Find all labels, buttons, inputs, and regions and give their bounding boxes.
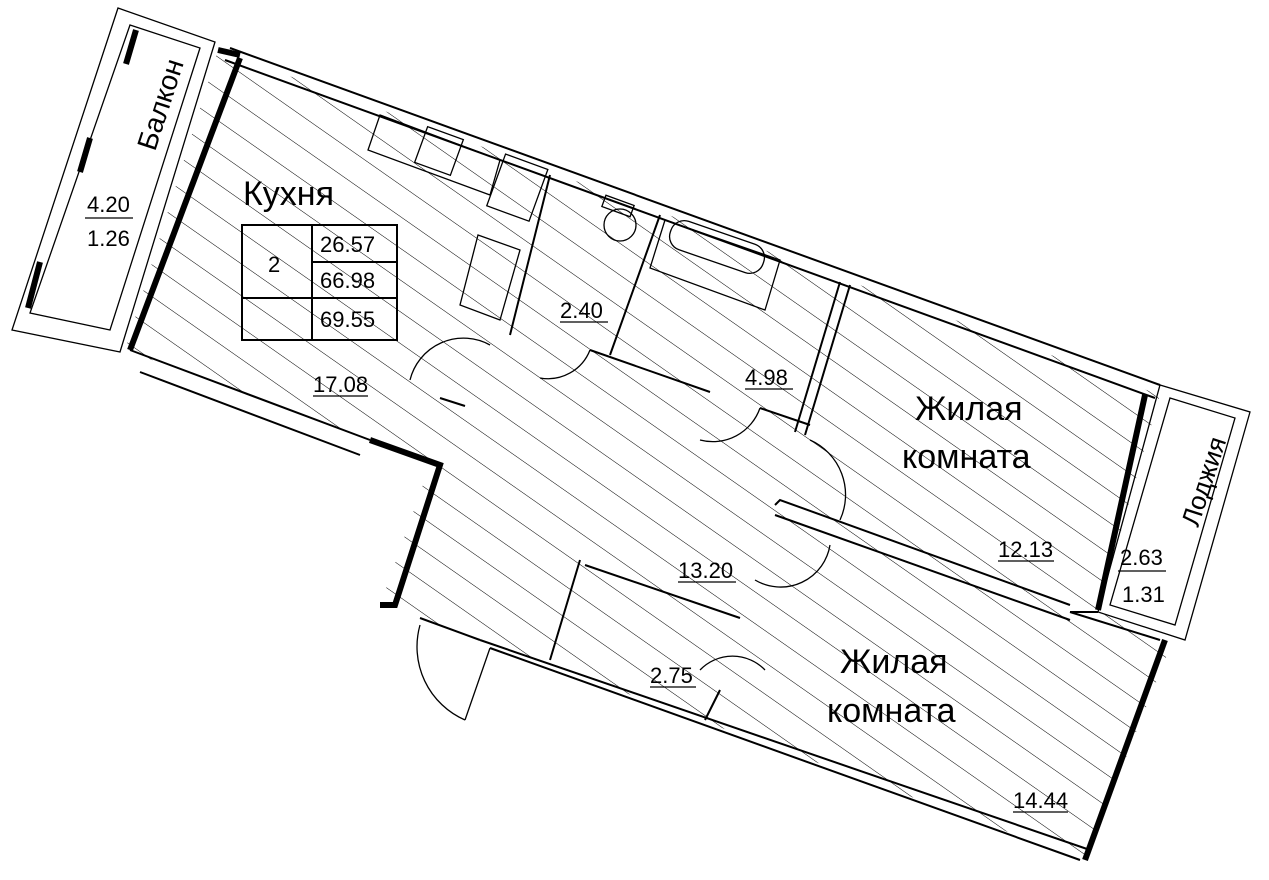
balcony-label: Балкон: [131, 55, 189, 154]
kitchen-fixtures: [367, 114, 637, 321]
living2-label-line2: комната: [827, 692, 956, 730]
living2-label-line1: Жилая: [840, 643, 948, 681]
loggia-area-bottom: 1.31: [1122, 582, 1165, 607]
bath-large-area: 4.98: [745, 365, 788, 390]
living2-area: 14.44: [1013, 788, 1068, 813]
total-area-value: 66.98: [320, 268, 375, 293]
living1-label-line2: комната: [902, 438, 1031, 476]
apartment-floor: [125, 50, 1175, 860]
living1-label-line1: Жилая: [915, 390, 1023, 428]
rooms-count: 2: [268, 252, 280, 277]
closet-area: 2.75: [650, 663, 693, 688]
kitchen-area: 17.08: [313, 372, 368, 397]
area-summary-table: 2 26.57 66.98 69.55: [241, 224, 398, 341]
door-swings: [409, 337, 847, 721]
living1-area: 12.13: [998, 537, 1053, 562]
bathtub-icon: [649, 219, 781, 311]
bath-small-area: 2.40: [560, 298, 603, 323]
loggia-area-top: 2.63: [1120, 545, 1163, 570]
balcony-area-bottom: 1.26: [87, 226, 130, 251]
balcony: [11, 7, 216, 353]
stove-icon: [413, 125, 465, 177]
kitchen-label: Кухня: [243, 175, 334, 213]
loggia-label: Лоджия: [1175, 433, 1232, 530]
partitions: [439, 174, 1098, 721]
hall-area: 13.20: [678, 558, 733, 583]
living-area-value: 26.57: [320, 232, 375, 257]
total-with-balconies-value: 69.55: [320, 307, 375, 332]
toilet-icon: [601, 194, 635, 218]
balcony-area-top: 4.20: [87, 192, 130, 217]
